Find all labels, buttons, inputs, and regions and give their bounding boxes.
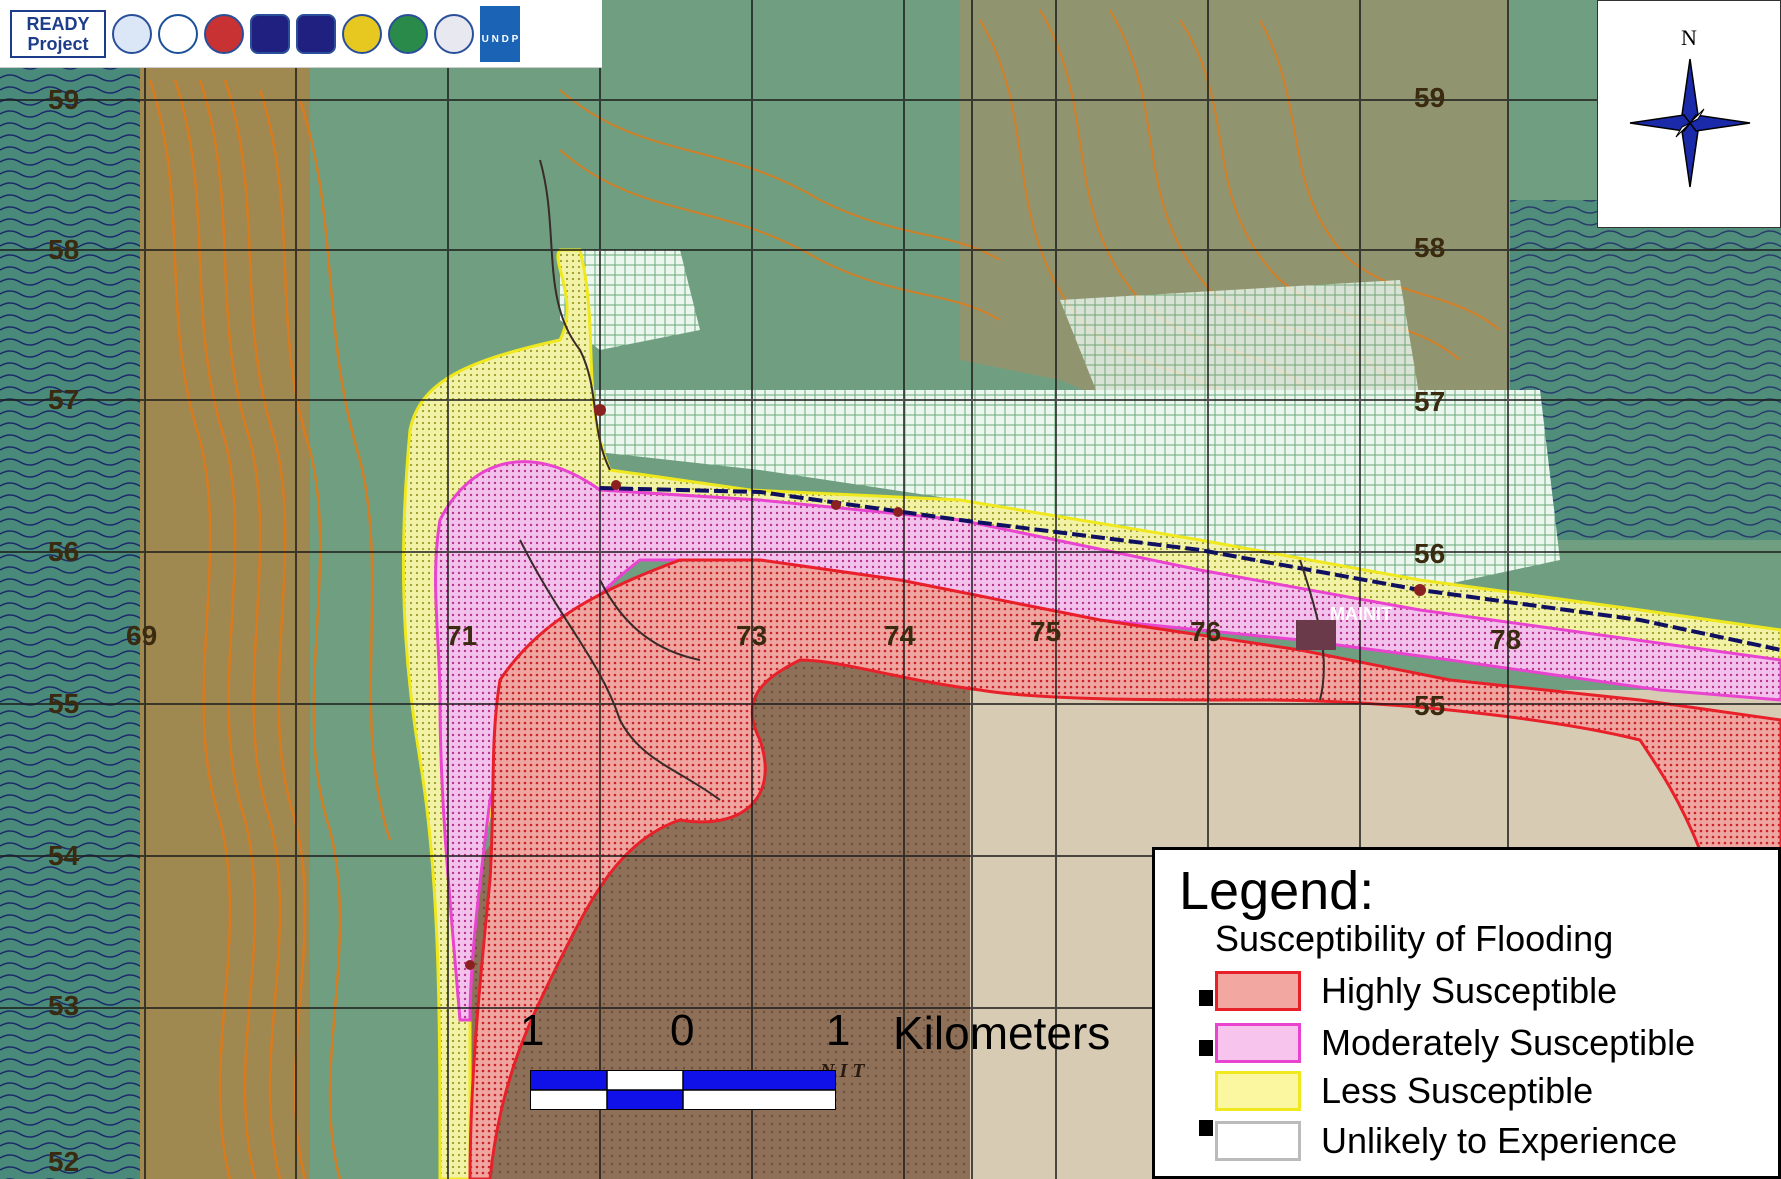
northing-label-right: 59	[1414, 82, 1446, 113]
easting-label: 71	[446, 620, 478, 651]
northing-label-right: 58	[1414, 232, 1446, 263]
legend-subtitle: Susceptibility of Flooding	[1215, 918, 1614, 959]
scale-label-left: 1	[520, 1006, 545, 1055]
rivers	[519, 159, 1325, 801]
scale-bar	[530, 1070, 836, 1110]
pagasa-logo-icon	[296, 13, 336, 54]
northing-label: 54	[48, 840, 80, 871]
legend-label: Highly Susceptible	[1321, 970, 1618, 1011]
easting-label: 76	[1190, 616, 1222, 647]
agricultural-plot-north	[1060, 280, 1420, 400]
settlement-markers	[465, 404, 1426, 970]
mgb-logo-icon	[342, 13, 382, 54]
highway	[599, 486, 1781, 652]
scale-segment	[531, 1071, 607, 1090]
northing-label: 58	[48, 234, 80, 265]
easting-label: 74	[884, 620, 916, 651]
northing-label: 55	[48, 688, 80, 719]
ready-logo-line2: Project	[27, 33, 89, 54]
dilg-logo-icon	[434, 13, 474, 54]
northing-label: 53	[48, 990, 80, 1021]
agricultural-plain	[540, 390, 1560, 590]
map-legend: Legend: Susceptibility of Flooding Highl…	[1152, 847, 1781, 1179]
northing-label-right: 55	[1414, 690, 1446, 721]
legend-item-highly: Highly Susceptible	[1215, 968, 1617, 1014]
northing-label: 57	[48, 384, 80, 415]
legend-item-unlikely: Unlikely to Experience	[1215, 1118, 1677, 1164]
scale-label-zero: 0	[670, 1006, 695, 1055]
zone-moderately-susceptible	[434, 460, 1781, 1022]
legend-item-moderately: Moderately Susceptible	[1215, 1020, 1695, 1066]
scale-unit-label: Kilometers	[893, 1007, 1111, 1059]
legend-marker	[1199, 990, 1213, 1006]
easting-label: 75	[1030, 616, 1062, 647]
partner-logos-bar: READY Project U N D P	[0, 0, 602, 68]
easting-label: 78	[1490, 624, 1522, 655]
legend-marker	[1199, 1120, 1213, 1136]
agricultural-plot	[560, 250, 700, 350]
eastern-slopes	[1510, 200, 1781, 540]
northing-label: 56	[48, 536, 80, 567]
northing-label-right: 56	[1414, 538, 1446, 569]
legend-label: Moderately Susceptible	[1321, 1022, 1696, 1063]
north-label: N	[1681, 25, 1697, 50]
north-arrow: N	[1597, 0, 1781, 228]
ndcc-logo-icon	[158, 13, 198, 54]
usaid-logo-icon	[112, 13, 152, 54]
western-slopes	[0, 0, 140, 1179]
legend-swatch	[1215, 1121, 1301, 1161]
legend-swatch	[1215, 1023, 1301, 1063]
town-label-mainit: MAINIT	[1330, 604, 1392, 624]
legend-swatch	[1215, 1071, 1301, 1111]
scale-label-right: 1	[826, 1006, 851, 1055]
legend-label: Less Susceptible	[1321, 1070, 1594, 1111]
undp-logo: U N D P	[480, 5, 520, 62]
namria-logo-icon	[388, 13, 428, 54]
northing-label-right: 57	[1414, 386, 1446, 417]
northing-label: 59	[48, 84, 80, 115]
easting-label: 69	[126, 620, 158, 651]
legend-marker	[1199, 1040, 1213, 1056]
ready-project-logo: READY Project	[10, 9, 106, 58]
legend-label: Unlikely to Experience	[1321, 1120, 1678, 1161]
scale-segment	[607, 1090, 683, 1109]
legend-title: Legend:	[1179, 861, 1375, 921]
easting-label: 73	[736, 620, 768, 651]
ocd-logo-icon	[204, 13, 244, 54]
scale-segment	[683, 1071, 835, 1090]
zone-highly-susceptible	[468, 558, 1781, 1179]
phivolcs-logo-icon	[250, 13, 290, 54]
legend-swatch	[1215, 971, 1301, 1011]
legend-item-less: Less Susceptible	[1215, 1068, 1593, 1114]
northing-label: 52	[48, 1146, 80, 1177]
ready-logo-line1: READY	[26, 13, 90, 34]
compass-rose-icon	[1629, 58, 1751, 188]
